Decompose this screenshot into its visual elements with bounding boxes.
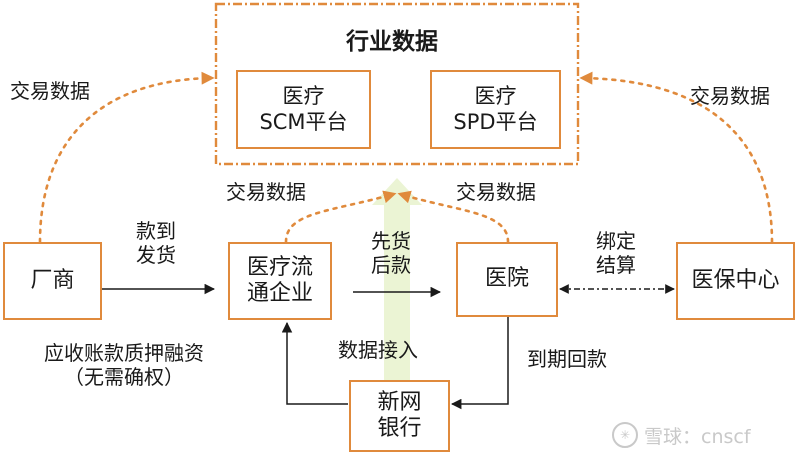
bank-node: 新网 银行 [349, 380, 450, 452]
distributor-trade-data-arrow [284, 190, 397, 244]
industry-data-frame [214, 2, 580, 166]
receivables-financing-arrow [281, 321, 348, 405]
insurance-trade-data-arrow [579, 71, 774, 244]
distributor-line2: 通企业 [246, 281, 313, 306]
data-access-arrow [372, 178, 422, 425]
insurance-center-node: 医保中心 [676, 242, 795, 320]
data-access-label: 数据接入 [338, 338, 418, 362]
scm-platform-line2: SCM平台 [259, 109, 348, 134]
industry-data-title: 行业数据 [346, 29, 438, 55]
goods-first-line1: 先货 [371, 229, 411, 253]
payment-delivery-line1: 款到 [136, 219, 176, 243]
receivables-financing-label: 应收账款质押融资 （无需确权） [44, 341, 204, 389]
manufacturer-node: 厂商 [3, 242, 102, 320]
bank-line1: 新网 [377, 389, 422, 415]
trade-data-right-label: 交易数据 [690, 84, 770, 108]
spd-platform-node: 医疗 SPD平台 [430, 70, 561, 149]
hospital-label: 医院 [484, 266, 529, 292]
spd-platform-line1: 医疗 [474, 84, 517, 109]
bank-line2: 银行 [377, 416, 422, 441]
binding-settlement-label: 绑定 结算 [596, 229, 636, 277]
repayment-due-arrow [450, 316, 509, 410]
watermark: ✳ 雪球：cnscf [612, 419, 798, 451]
goods-first-label: 先货 后款 [371, 229, 411, 277]
snowball-logo-icon: ✳ [612, 422, 638, 448]
goods-first-line2: 后款 [371, 253, 411, 277]
manufacturer-trade-data-arrow [38, 71, 215, 244]
insurance-center-label: 医保中心 [691, 267, 780, 293]
scm-platform-line1: 医疗 [282, 84, 325, 109]
trade-data-left-label: 交易数据 [10, 79, 90, 103]
manufacturer-label: 厂商 [30, 267, 75, 293]
trade-data-distributor-label: 交易数据 [226, 180, 306, 204]
receivables-financing-line1: 应收账款质押融资 [44, 341, 204, 365]
hospital-trade-data-arrow [397, 190, 510, 244]
receivables-financing-line2: （无需确权） [64, 365, 184, 389]
payment-delivery-line2: 发货 [136, 243, 176, 267]
spd-platform-line2: SPD平台 [453, 109, 538, 134]
binding-settlement-line1: 绑定 [596, 229, 636, 253]
trade-data-hospital-label: 交易数据 [456, 180, 536, 204]
watermark-text: 雪球：cnscf [644, 425, 751, 448]
scm-platform-node: 医疗 SCM平台 [236, 70, 371, 149]
binding-settlement-line2: 结算 [596, 253, 636, 277]
distributor-line1: 医疗流 [246, 254, 313, 280]
distributor-node: 医疗流 通企业 [228, 242, 332, 320]
repayment-due-label: 到期回款 [527, 347, 607, 371]
payment-delivery-label: 款到 发货 [136, 219, 176, 267]
hospital-node: 医院 [456, 242, 558, 317]
